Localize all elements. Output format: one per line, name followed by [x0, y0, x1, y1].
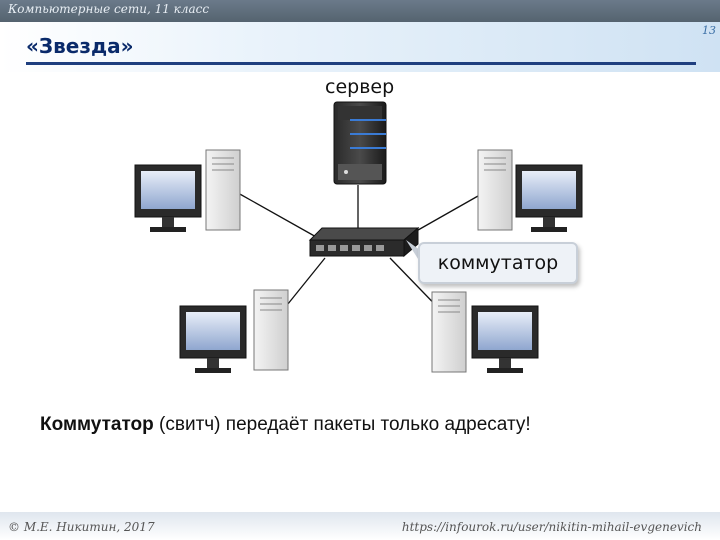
course-title: Компьютерные сети, 11 класс: [8, 2, 210, 16]
switch-callout: коммутатор: [418, 242, 578, 284]
slide-caption: Коммутатор (свитч) передаёт пакеты тольк…: [40, 414, 531, 436]
switch-label: коммутатор: [437, 252, 559, 274]
header-bar: Компьютерные сети, 11 класс: [0, 0, 720, 22]
server-label: сервер: [325, 76, 395, 98]
callout-pointer: [406, 240, 420, 262]
caption-text: передаёт пакеты только адресату!: [220, 414, 531, 435]
slide-title: «Звезда»: [26, 34, 134, 58]
footer-bar: [0, 512, 720, 540]
caption-synonym: (свитч): [159, 414, 221, 435]
desktop-computer-icon: [477, 149, 583, 232]
slide-number: 13: [702, 24, 716, 37]
network-switch-icon: [308, 226, 420, 258]
server-icon: [333, 101, 387, 185]
footer-author: © М.Е. Никитин, 2017: [8, 520, 155, 534]
footer-url[interactable]: https://infourok.ru/user/nikitin-mihail-…: [401, 520, 702, 534]
link-pc-top-left: [237, 192, 319, 239]
title-underline: [26, 62, 696, 65]
desktop-computer-icon: [134, 149, 241, 232]
desktop-computer-icon: [431, 291, 539, 373]
desktop-computer-icon: [179, 289, 289, 373]
caption-term: Коммутатор: [40, 414, 154, 435]
